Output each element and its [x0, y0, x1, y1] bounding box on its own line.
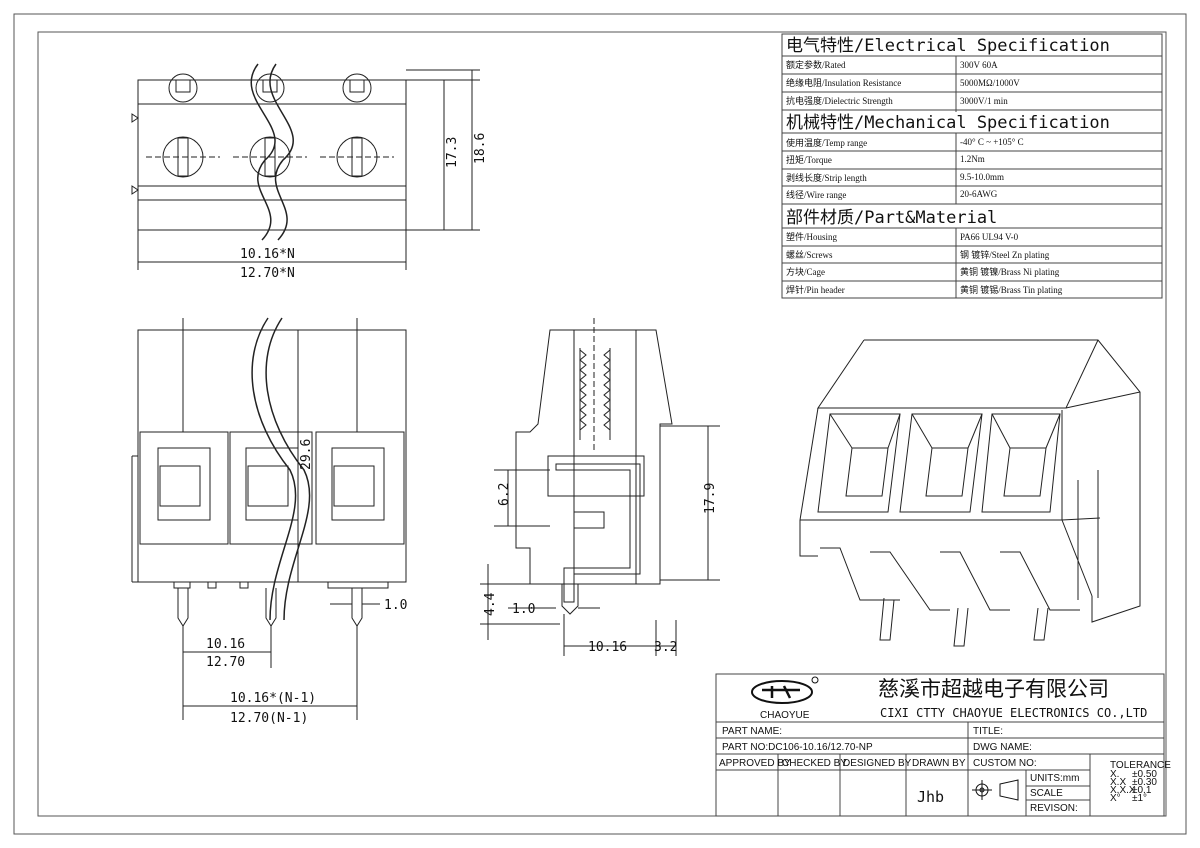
- title-block: [715, 673, 1165, 817]
- tol-k-3: X°: [1110, 793, 1121, 804]
- side-view: [480, 318, 720, 656]
- elec-value-1: 5000MΩ/1000V: [960, 78, 1020, 88]
- custom-no-label: CUSTOM NO:: [973, 758, 1037, 769]
- tol-k-0: X.: [1110, 769, 1119, 780]
- mechanical-title: 机械特性/Mechanical Specification: [786, 113, 1110, 133]
- company-logo: [751, 676, 819, 704]
- mat-value-3: 黄铜 镀锡/Brass Tin plating: [960, 284, 1063, 295]
- dim-top-h1: 17.3: [445, 137, 460, 168]
- dim-pin-w: 1.0: [384, 598, 407, 613]
- tol-v-2: ±0.1: [1132, 785, 1152, 796]
- designed-by-label: DESIGNED BY: [843, 758, 912, 769]
- mech-label-1: 扭矩/Torque: [786, 154, 832, 165]
- tolerance-title: TOLERANCE: [1110, 760, 1171, 771]
- dim-top-w2: 12.70*N: [240, 266, 295, 281]
- mech-value-2: 9.5-10.0mm: [960, 172, 1004, 182]
- dim-total2: 12.70(N-1): [230, 711, 308, 726]
- electrical-title: 电气特性/Electrical Specification: [786, 36, 1110, 56]
- front-cavities: [139, 431, 405, 545]
- dim-side-h1: 6.2: [497, 483, 512, 506]
- mech-label-0: 使用温度/Temp range: [786, 137, 867, 148]
- side-screw: [579, 318, 611, 450]
- mech-label-2: 剥线长度/Strip length: [786, 172, 867, 183]
- mat-value-1: 钢 镀锌/Steel Zn plating: [960, 249, 1050, 260]
- dim-pitch2: 12.70: [206, 655, 245, 670]
- logo-label: CHAOYUE: [760, 710, 810, 721]
- elec-label-2: 抗电强度/Dielectric Strength: [786, 95, 893, 106]
- projection-symbol-icon: [972, 779, 1019, 801]
- top-view: [131, 63, 480, 270]
- tol-k-1: X.X: [1110, 777, 1126, 788]
- approved-by-label: APPROVED BY: [719, 758, 791, 769]
- dim-side-w2: 3.2: [654, 640, 677, 655]
- mech-label-3: 线径/Wire range: [786, 189, 846, 200]
- material-title: 部件材质/Part&Material: [786, 208, 997, 228]
- part-no-label: PART NO:DC106-10.16/12.70-NP: [722, 742, 873, 753]
- mat-value-0: PA66 UL94 V-0: [960, 232, 1019, 242]
- drawn-by-value: Jhb: [917, 788, 944, 806]
- dim-total1: 10.16*(N-1): [230, 691, 316, 706]
- dim-side-w1: 10.16: [588, 640, 627, 655]
- sheet-outer-border: [13, 13, 1187, 835]
- scale-label: SCALE: [1030, 788, 1063, 799]
- dim-side-pin-len: 4.4: [483, 592, 498, 616]
- dim-side-h2: 17.9: [703, 483, 718, 514]
- elec-value-0: 300V 60A: [960, 60, 998, 70]
- front-view: [131, 317, 407, 720]
- spec-table: [781, 33, 1163, 299]
- mat-label-3: 焊针/Pin header: [786, 284, 845, 295]
- tol-v-3: ±1°: [1132, 793, 1147, 804]
- company-name-en: CIXI CTTY CHAOYUE ELECTRONICS CO.,LTD: [880, 706, 1147, 720]
- dim-front-h: 29.6: [299, 439, 314, 470]
- elec-label-0: 额定参数/Rated: [786, 59, 846, 70]
- dim-top-h2: 18.6: [473, 133, 488, 164]
- top-screw-heads: [168, 73, 372, 103]
- dim-pitch1: 10.16: [206, 637, 245, 652]
- mat-label-2: 方块/Cage: [786, 266, 825, 277]
- part-name-label: PART NAME:: [722, 726, 782, 737]
- elec-label-1: 绝缘电阻/Insulation Resistance: [786, 77, 901, 88]
- dwg-name-label: DWG NAME:: [973, 742, 1032, 753]
- dim-top-w1: 10.16*N: [240, 247, 295, 262]
- isometric-view: [799, 339, 1141, 647]
- revision-label: REVISON:: [1030, 803, 1078, 814]
- mat-label-0: 塑件/Housing: [786, 231, 838, 242]
- sheet-inner-border: [37, 31, 1167, 817]
- mech-value-0: -40° C ~ +105° C: [960, 137, 1024, 147]
- drawn-by-label: DRAWN BY: [912, 758, 966, 769]
- front-wire: [251, 317, 297, 621]
- top-wire: [250, 63, 276, 241]
- tol-k-2: X.X.X: [1110, 785, 1136, 796]
- elec-value-2: 3000V/1 min: [960, 96, 1008, 106]
- tol-v-0: ±0.50: [1132, 769, 1157, 780]
- dim-side-pin-w: 1.0: [512, 602, 535, 617]
- mech-value-1: 1.2Nm: [960, 154, 985, 164]
- company-name-cn: 慈溪市超越电子有限公司: [878, 677, 1109, 701]
- iso-cavities: [817, 413, 1061, 513]
- units-label: UNITS:mm: [1030, 773, 1079, 784]
- title-label: TITLE:: [973, 726, 1003, 737]
- tol-v-1: ±0.30: [1132, 777, 1157, 788]
- mat-label-1: 螺丝/Screws: [786, 249, 833, 260]
- mech-value-3: 20-6AWG: [960, 189, 998, 199]
- mat-value-2: 黄铜 镀镍/Brass Ni plating: [960, 266, 1060, 277]
- checked-by-label: CHECKED BY: [782, 758, 847, 769]
